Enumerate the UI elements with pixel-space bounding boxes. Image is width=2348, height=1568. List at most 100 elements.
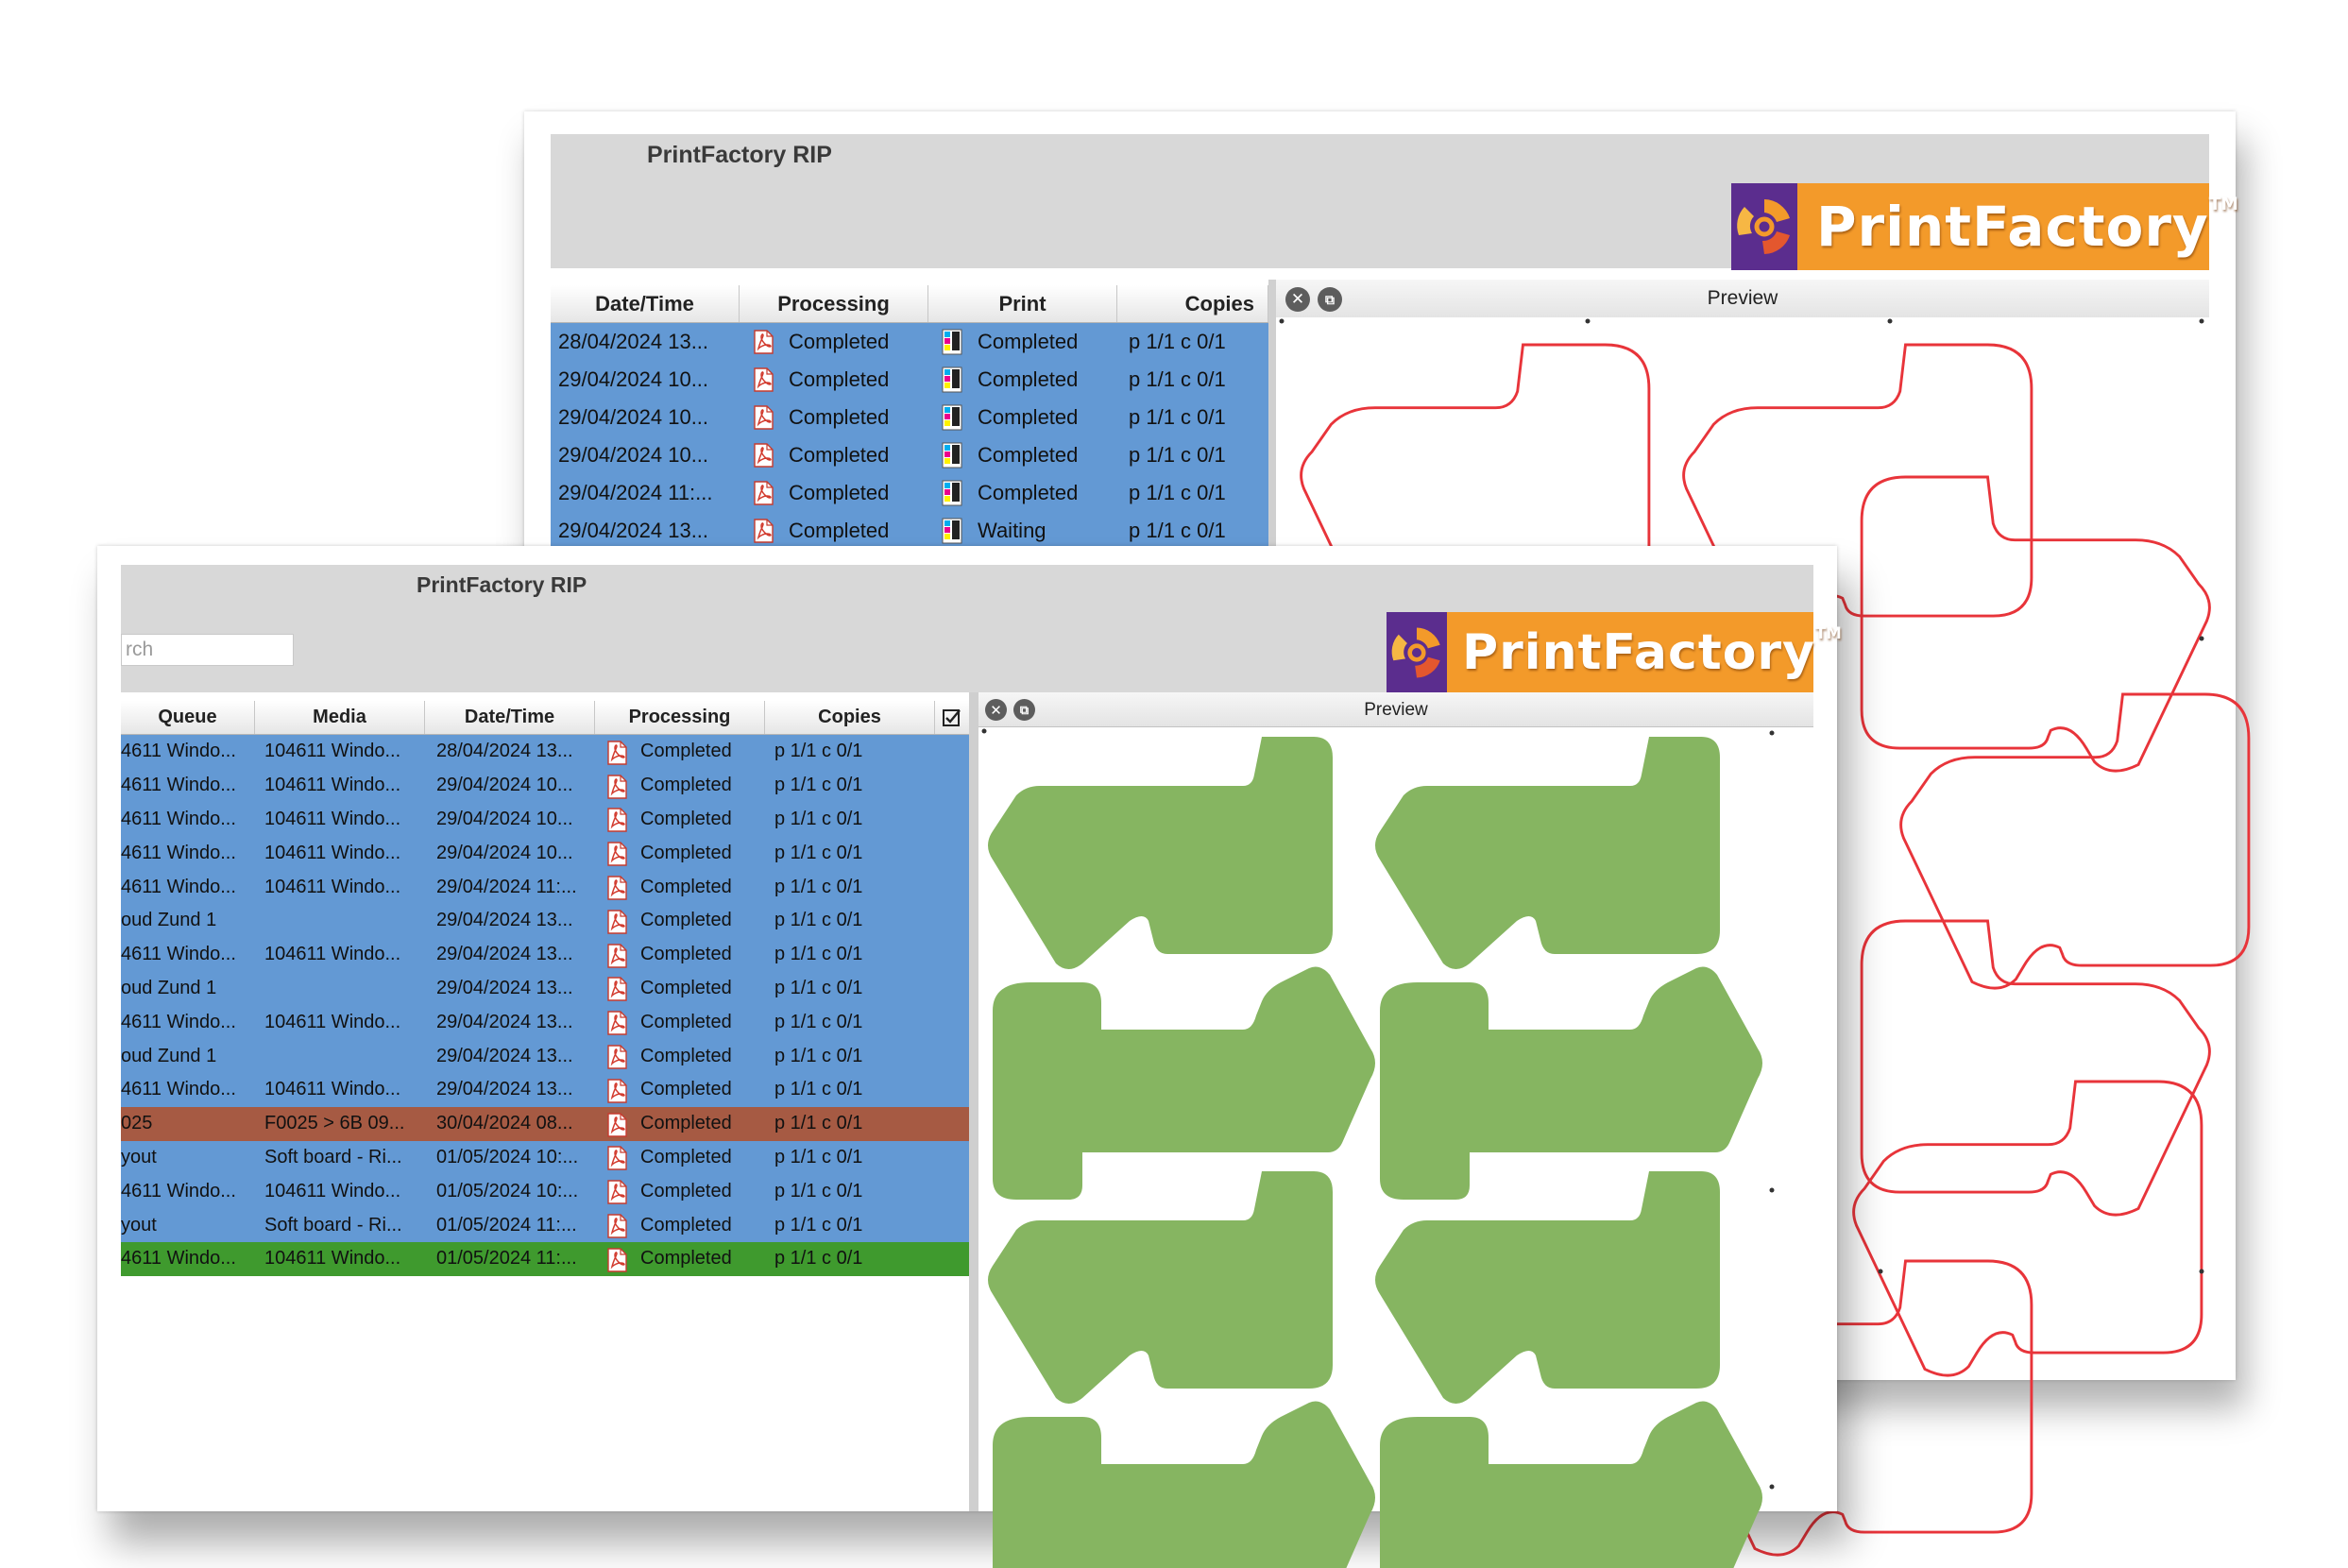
column-datetime[interactable]: Date/Time xyxy=(425,701,595,734)
table-row[interactable]: 4611 Windo...104611 Windo...28/04/2024 1… xyxy=(121,735,969,769)
cell-copies: p 1/1 c 0/1 xyxy=(774,1113,863,1134)
cell-copies: p 1/1 c 0/1 xyxy=(1129,367,1226,391)
cut-path xyxy=(1899,692,2251,990)
pdf-file-icon xyxy=(604,808,627,833)
cell-processing: Completed xyxy=(595,1011,765,1035)
app-title: PrintFactory RIP xyxy=(417,572,587,597)
cell-copies: p 1/1 c 0/1 xyxy=(1129,481,1226,504)
table-row[interactable]: 4611 Windo...104611 Windo...29/04/2024 1… xyxy=(121,937,969,972)
column-processing[interactable]: Processing xyxy=(595,701,765,734)
column-chooser-checkbox-icon[interactable] xyxy=(935,701,969,734)
search-input[interactable]: rch xyxy=(121,634,294,666)
pdf-file-icon xyxy=(604,842,627,866)
print-shape xyxy=(988,1171,1333,1404)
preview-canvas[interactable] xyxy=(978,727,1777,1568)
cell-processing: Completed xyxy=(740,443,928,468)
cell-datetime: 29/04/2024 13... xyxy=(436,1045,573,1066)
cell-queue: oud Zund 1 xyxy=(121,977,217,998)
registration-mark xyxy=(1878,1269,1883,1274)
registration-mark xyxy=(1585,318,1591,324)
close-icon[interactable]: ✕ xyxy=(1285,287,1310,312)
column-copies[interactable]: Copies xyxy=(765,701,935,734)
cell-processing: Completed xyxy=(595,1214,765,1238)
cell-datetime: 29/04/2024 13... xyxy=(436,944,573,965)
table-row[interactable]: 4611 Windo...104611 Windo...29/04/2024 1… xyxy=(121,802,969,837)
table-row[interactable]: 4611 Windo...104611 Windo...29/04/2024 1… xyxy=(121,768,969,803)
cell-queue: 4611 Windo... xyxy=(121,944,236,965)
column-processing[interactable]: Processing xyxy=(740,285,928,322)
cell-print: Completed xyxy=(928,329,1117,355)
preview-title: Preview xyxy=(1364,700,1428,720)
pane-divider[interactable] xyxy=(969,692,978,1511)
pdf-file-icon xyxy=(604,741,627,765)
cell-processing: Completed xyxy=(595,1045,765,1069)
front-rip-window: PrintFactory RIP rch PrintFactoryTM Queu… xyxy=(97,546,1842,1568)
preview-title: Preview xyxy=(1707,287,1778,309)
cell-datetime: 30/04/2024 08... xyxy=(436,1113,573,1134)
table-row[interactable]: 4611 Windo...104611 Windo...29/04/2024 1… xyxy=(121,836,969,871)
window-header: PrintFactory RIP PrintFactoryTM xyxy=(551,134,2238,270)
cell-processing: Completed xyxy=(595,1079,765,1103)
cell-queue: oud Zund 1 xyxy=(121,910,217,931)
print-shape xyxy=(1380,1401,1762,1568)
cell-copies: p 1/1 c 0/1 xyxy=(774,1214,863,1236)
column-copies[interactable]: Copies xyxy=(1117,285,1268,322)
detach-window-icon[interactable]: ⧉ xyxy=(1318,287,1342,312)
cell-copies: p 1/1 c 0/1 xyxy=(774,1011,863,1032)
column-print[interactable]: Print xyxy=(928,285,1117,322)
cell-datetime: 29/04/2024 10... xyxy=(436,842,573,863)
swirl-logo-icon xyxy=(1387,612,1447,692)
cell-datetime: 01/05/2024 10:... xyxy=(436,1180,579,1202)
detach-window-icon[interactable]: ⧉ xyxy=(1013,699,1035,721)
cell-queue: 4611 Windo... xyxy=(121,876,236,897)
registration-mark xyxy=(2199,318,2204,324)
cell-datetime: 29/04/2024 10... xyxy=(558,443,709,467)
cell-processing: Completed xyxy=(595,842,765,866)
pdf-file-icon xyxy=(604,1112,627,1137)
print-shape xyxy=(988,737,1333,969)
print-shape xyxy=(1380,966,1762,1200)
cell-print: Completed xyxy=(928,404,1117,431)
cell-datetime: 29/04/2024 13... xyxy=(436,1011,573,1032)
cell-datetime: 29/04/2024 10... xyxy=(436,808,573,829)
cell-datetime: 29/04/2024 13... xyxy=(558,519,709,542)
pdf-file-icon xyxy=(604,1214,627,1238)
cell-copies: p 1/1 c 0/1 xyxy=(774,876,863,897)
cell-processing: Completed xyxy=(595,1112,765,1137)
logo-text: PrintFactory xyxy=(1462,623,1815,681)
column-datetime[interactable]: Date/Time xyxy=(551,285,740,322)
close-icon[interactable]: ✕ xyxy=(985,699,1007,721)
column-queue[interactable]: Queue xyxy=(121,701,255,734)
table-row[interactable]: 4611 Windo...104611 Windo...01/05/2024 1… xyxy=(121,1174,969,1209)
cell-datetime: 29/04/2024 10... xyxy=(558,367,709,391)
cell-media: 104611 Windo... xyxy=(264,775,401,796)
cell-queue: yout xyxy=(121,1146,157,1167)
pdf-file-icon xyxy=(751,481,775,505)
pdf-file-icon xyxy=(604,977,627,1002)
pdf-file-icon xyxy=(751,405,775,430)
cell-media: Soft board - Ri... xyxy=(264,1214,402,1236)
cell-datetime: 29/04/2024 11:... xyxy=(558,481,713,504)
table-row[interactable]: 4611 Windo...104611 Windo...29/04/2024 1… xyxy=(121,870,969,904)
cell-queue: 4611 Windo... xyxy=(121,1248,236,1270)
table-row[interactable]: 4611 Windo...104611 Windo...29/04/2024 1… xyxy=(121,1072,969,1107)
cell-copies: p 1/1 c 0/1 xyxy=(774,1248,863,1270)
column-media[interactable]: Media xyxy=(255,701,425,734)
pdf-file-icon xyxy=(604,1146,627,1171)
cell-processing: Completed xyxy=(740,330,928,354)
table-row[interactable]: 4611 Windo...104611 Windo...01/05/2024 1… xyxy=(121,1241,969,1276)
cell-datetime: 29/04/2024 10... xyxy=(558,405,709,429)
table-row[interactable]: 4611 Windo...104611 Windo...29/04/2024 1… xyxy=(121,1005,969,1040)
